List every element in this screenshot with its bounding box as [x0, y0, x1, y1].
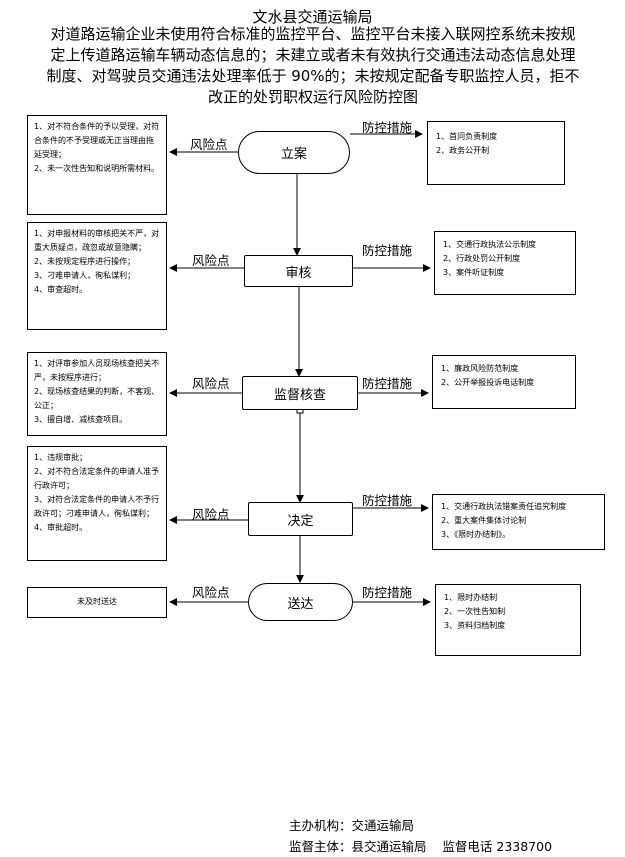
control-label-3: 防控措施: [362, 376, 413, 391]
step-node-4: 决定: [248, 502, 353, 536]
risk-item: 2、未按规定程序进行操作；: [34, 257, 136, 266]
page-title: 文水县交通运输局: [252, 8, 373, 26]
risk-item: 1、对申报材料的审核把关不严，对重大质疑点，疏忽或故意隐瞒；: [34, 229, 160, 252]
control-label-5: 防控措施: [362, 585, 413, 600]
control-item: 3、《限时办结制》。: [441, 530, 511, 539]
risk-box-3: 1、对评审参加人员现场核查把关不严，未按程序进行； 2、现场核查结果的判断，不客…: [27, 352, 167, 436]
subtitle-line-2: 定上传道路运输车辆动态信息的；未建立或者未有效执行交通违法动态信息处理: [50, 46, 576, 64]
control-item: 3、资料归档制度: [444, 621, 506, 630]
footer-supervisor: 监督主体：县交通运输局 监督电话 2338700: [289, 839, 553, 854]
risk-item: 2、对不符合法定条件的申请人准予行政许可；: [34, 467, 160, 490]
control-label-4: 防控措施: [362, 493, 413, 508]
risk-item: 4、审批超时。: [34, 523, 88, 532]
control-item: 1、交通行政执法错案责任追究制度: [441, 502, 567, 511]
subtitle-line-1: 对道路运输企业未使用符合标准的监控平台、监控平台未接入联网控系统未按规: [50, 25, 576, 43]
risk-box-2: 1、对申报材料的审核把关不严，对重大质疑点，疏忽或故意隐瞒； 2、未按规定程序进…: [27, 222, 167, 330]
control-label-1: 防控措施: [362, 120, 413, 135]
control-item: 2、公开举报投诉电话制度: [441, 378, 535, 387]
control-item: 2、行政处罚公开制度: [443, 254, 521, 263]
risk-item: 4、审查超时。: [34, 285, 88, 294]
risk-label-5: 风险点: [192, 585, 230, 600]
control-item: 1、限时办结制: [444, 593, 498, 602]
risk-item: 2、未一次性告知和说明所需材料。: [34, 164, 160, 173]
control-item: 2、政务公开制: [436, 146, 490, 155]
control-item: 2、一次性告知制: [444, 607, 506, 616]
risk-item: 3、对符合法定条件的申请人不予行政许可；刁难申请人，徇私谋利；: [34, 495, 160, 518]
control-item: 2、重大案件集体讨论制: [441, 516, 527, 525]
control-box-2: 1、交通行政执法公示制度 2、行政处罚公开制度 3、案件听证制度: [434, 231, 576, 295]
risk-item: 1、违规审批；: [34, 453, 88, 462]
step-node-5: 送达: [248, 583, 353, 621]
risk-box-4: 1、违规审批； 2、对不符合法定条件的申请人准予行政许可； 3、对符合法定条件的…: [27, 446, 167, 561]
control-box-1: 1、首问负责制度 2、政务公开制: [427, 121, 565, 185]
risk-box-1: 1、对不符合条件的予以受理，对符合条件的不予受理或无正当理由拖延受理； 2、未一…: [27, 115, 167, 215]
step-node-3: 监督核查: [242, 376, 358, 410]
step-node-2: 审核: [244, 255, 353, 287]
risk-item: 3、刁难申请人，徇私谋利；: [34, 271, 136, 280]
control-box-4: 1、交通行政执法错案责任追究制度 2、重大案件集体讨论制 3、《限时办结制》。: [432, 494, 605, 550]
risk-label-4: 风险点: [192, 507, 230, 522]
control-box-5: 1、限时办结制 2、一次性告知制 3、资料归档制度: [435, 584, 581, 656]
risk-item: 3、擅自增、减核查项目。: [34, 415, 128, 424]
risk-item: 1、对评审参加人员现场核查把关不严，未按程序进行；: [34, 359, 160, 382]
step-node-1: 立案: [238, 131, 350, 174]
control-label-2: 防控措施: [362, 243, 413, 258]
control-item: 1、交通行政执法公示制度: [443, 240, 537, 249]
risk-item: 1、对不符合条件的予以受理，对符合条件的不予受理或无正当理由拖延受理；: [34, 122, 160, 159]
risk-label-1: 风险点: [190, 137, 228, 152]
control-box-3: 1、廉政风险防范制度 2、公开举报投诉电话制度: [432, 355, 576, 409]
subtitle-line-3: 制度、对驾驶员交通违法处理率低于 90%的；未按规定配备专职监控人员，拒不: [46, 67, 580, 85]
risk-label-3: 风险点: [192, 376, 230, 391]
control-item: 3、案件听证制度: [443, 268, 505, 277]
risk-item: 未及时送达: [77, 597, 117, 606]
control-item: 1、首问负责制度: [436, 132, 498, 141]
footer-organizer: 主办机构：交通运输局: [289, 818, 415, 833]
risk-item: 2、现场核查结果的判断，不客观、公正；: [34, 387, 160, 410]
control-item: 1、廉政风险防范制度: [441, 364, 519, 373]
subtitle-line-4: 改正的处罚职权运行风险防控图: [207, 88, 418, 106]
risk-box-5: 未及时送达: [27, 587, 167, 618]
risk-label-2: 风险点: [192, 253, 230, 268]
